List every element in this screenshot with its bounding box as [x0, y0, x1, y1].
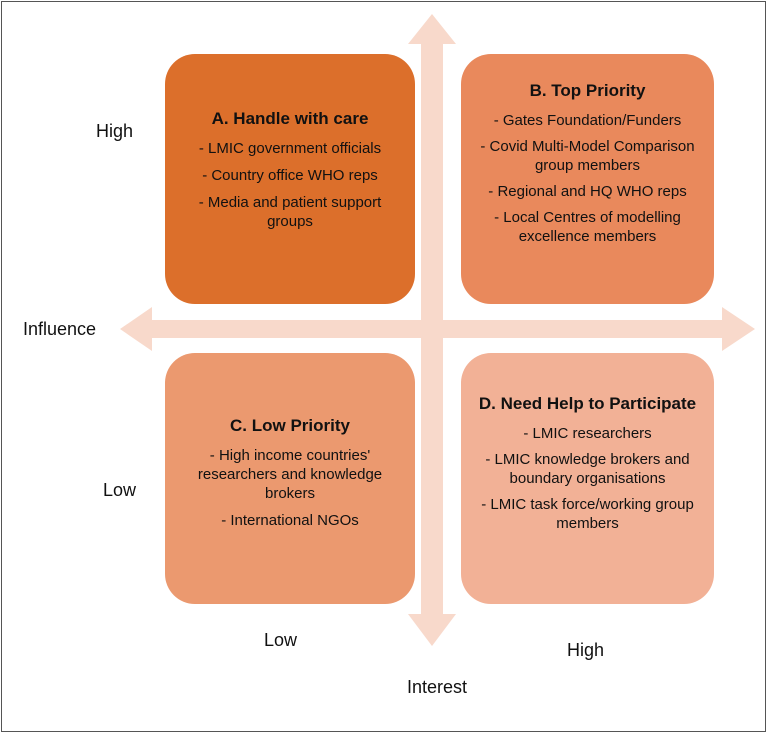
interest-axis-label: Interest — [407, 677, 468, 697]
quadrant-c-item: - International NGOs — [221, 512, 359, 529]
quadrant-b-item: - Gates Foundation/Funders — [493, 112, 682, 129]
influence-axis-label: Influence — [23, 319, 97, 339]
interest-low-label: Low — [264, 630, 298, 650]
quadrant-a-item: - LMIC government officials — [198, 140, 382, 157]
quadrant-c-low-priority: C. Low Priority - High income countries'… — [165, 353, 415, 604]
quadrant-c-title: C. Low Priority — [230, 416, 350, 435]
quadrant-b-item: - Local Centres of modelling excellence … — [494, 209, 681, 245]
influence-low-label: Low — [103, 480, 137, 500]
quadrant-a-title: A. Handle with care — [211, 109, 369, 128]
quadrant-a-item: - Media and patient support groups — [198, 194, 382, 230]
horizontal-axis-arrow — [120, 307, 755, 351]
quadrant-c-item: - High income countries' researchers and… — [197, 447, 383, 502]
quadrant-d-item: - LMIC researchers — [523, 425, 652, 442]
quadrant-b-top-priority: B. Top Priority - Gates Foundation/Funde… — [461, 54, 714, 304]
quadrant-b-item: - Covid Multi-Model Comparison group mem… — [480, 138, 695, 174]
quadrant-d-need-help: D. Need Help to Participate - LMIC resea… — [461, 353, 714, 604]
quadrant-d-item: - LMIC knowledge brokers and boundary or… — [485, 451, 690, 487]
interest-high-label: High — [567, 640, 605, 660]
influence-high-label: High — [96, 121, 134, 141]
quadrant-d-title: D. Need Help to Participate — [478, 394, 697, 413]
quadrant-a-handle-with-care: A. Handle with care - LMIC government of… — [165, 54, 415, 304]
quadrant-b-item: - Regional and HQ WHO reps — [488, 183, 687, 200]
quadrant-d-item: - LMIC task force/working group members — [481, 496, 694, 532]
quadrant-a-item: - Country office WHO reps — [202, 167, 378, 184]
quadrant-b-title: B. Top Priority — [529, 81, 646, 100]
